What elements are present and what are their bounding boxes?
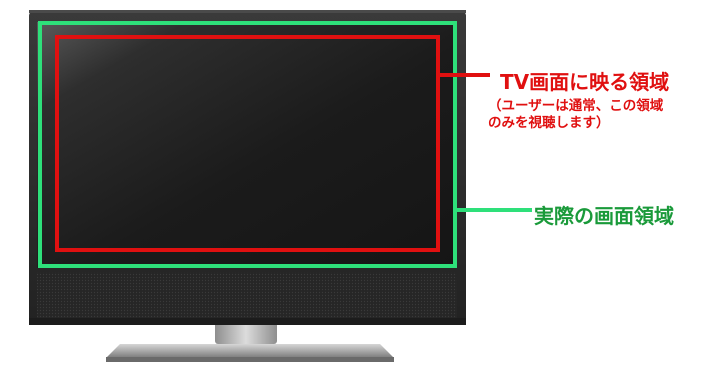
stand-base [106, 344, 394, 358]
tv-stand [106, 322, 394, 362]
tv-visible-area-note: （ユーザーは通常、この領域 のみを視聴します） [488, 98, 724, 132]
tv-visible-area-note-line2: のみを視聴します） [488, 115, 610, 131]
stand-neck [215, 322, 277, 344]
tv-screen [37, 22, 457, 268]
tv-visible-area-outline [55, 35, 440, 252]
actual-screen-area-outline [38, 21, 457, 268]
tv-visible-area-note-line1: （ユーザーは通常、この領域 [488, 98, 664, 114]
speaker-grille [37, 272, 457, 318]
tv-body [29, 10, 466, 325]
tv-visible-area-label: TV画面に映る領域 [500, 70, 670, 94]
actual-screen-area-label: 実際の画面領域 [534, 204, 674, 228]
